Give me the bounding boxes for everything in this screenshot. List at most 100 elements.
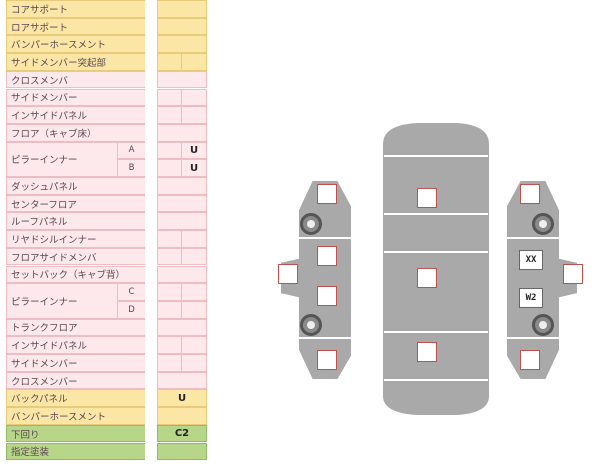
row-label: 下回り	[6, 424, 145, 443]
table-row: サイドメンバー突起部	[6, 53, 207, 71]
row-label: ルーフパネル	[6, 212, 145, 231]
row-label: サイドメンバー突起部	[6, 53, 145, 71]
table-cell[interactable]	[157, 300, 182, 319]
damage-mark[interactable]	[278, 264, 298, 284]
table-cell[interactable]	[157, 371, 207, 390]
table-row: インサイドパネル	[6, 336, 207, 354]
table-cell[interactable]	[157, 0, 207, 18]
row-label: コアサポート	[6, 0, 145, 18]
table-row: ロアサポート	[6, 17, 207, 36]
row-label: ピラーインナー	[6, 141, 117, 177]
table-cell[interactable]: C2	[157, 424, 207, 443]
table-cell[interactable]	[157, 194, 207, 213]
wheel-icon	[300, 213, 322, 235]
row-label: インサイドパネル	[6, 336, 145, 354]
damage-mark[interactable]	[317, 350, 337, 370]
row-label: リヤドシルインナー	[6, 230, 145, 248]
table-cell[interactable]	[157, 318, 207, 337]
wheel-icon	[532, 314, 554, 336]
row-label: クロスメンバー	[6, 371, 145, 390]
table-cell[interactable]	[182, 106, 207, 124]
table-row: セットバック（キャブ背）	[6, 265, 207, 284]
damage-mark[interactable]	[417, 188, 437, 208]
row-sublabel: B	[117, 159, 145, 177]
damage-mark[interactable]	[317, 184, 337, 204]
table-cell[interactable]	[157, 35, 207, 54]
table-cell[interactable]	[157, 354, 182, 372]
row-sublabel: C	[117, 283, 145, 301]
table-row: フロアサイドメンバ	[6, 247, 207, 266]
damage-mark[interactable]	[520, 350, 540, 370]
tag-right-lower[interactable]: W2	[519, 288, 543, 308]
table-cell[interactable]	[157, 442, 207, 461]
table-row: フロア（キャブ床）	[6, 123, 207, 142]
row-label: フロアサイドメンバ	[6, 247, 145, 266]
row-label: サイドメンバー	[6, 88, 145, 107]
table-cell[interactable]: U	[182, 141, 207, 160]
row-label: サイドメンバー	[6, 354, 145, 372]
damage-mark[interactable]	[563, 264, 583, 284]
damage-mark[interactable]	[317, 246, 337, 266]
table-row: 指定塗装	[6, 442, 207, 461]
row-label: クロスメンバ	[6, 70, 145, 89]
row-label: センターフロア	[6, 194, 145, 213]
table-cell[interactable]	[182, 336, 207, 354]
table-row: サイドメンバー	[6, 354, 207, 372]
table-row: バンパーホースメント	[6, 35, 207, 54]
table-cell[interactable]	[157, 17, 207, 36]
car-diagram: XX W2	[272, 118, 594, 418]
table-row: トランクフロア	[6, 318, 207, 337]
table-row: ルーフパネル	[6, 212, 207, 231]
table-row: センターフロア	[6, 194, 207, 213]
table-cell[interactable]	[157, 265, 207, 284]
table-row: バンパーホースメント	[6, 407, 207, 425]
table-cell[interactable]: U	[157, 389, 207, 408]
table-cell[interactable]	[182, 230, 207, 248]
table-cell[interactable]	[182, 88, 207, 107]
table-row: ダッシュパネル	[6, 177, 207, 195]
table-row: リヤドシルインナー	[6, 230, 207, 248]
table-cell[interactable]	[157, 283, 182, 301]
table-cell[interactable]	[157, 141, 182, 160]
table-cell[interactable]	[157, 407, 207, 425]
table-row: コアサポート	[6, 0, 207, 18]
table-row: クロスメンバ	[6, 70, 207, 89]
wheel-icon	[300, 314, 322, 336]
damage-mark[interactable]	[417, 268, 437, 288]
table-cell[interactable]	[157, 212, 207, 231]
table-row: バックパネル U	[6, 389, 207, 408]
tag-right-upper[interactable]: XX	[519, 250, 543, 270]
table-cell[interactable]	[157, 106, 182, 124]
table-cell[interactable]	[182, 247, 207, 266]
table-cell[interactable]	[157, 159, 182, 177]
table-cell[interactable]	[157, 336, 182, 354]
damage-mark[interactable]	[317, 286, 337, 306]
table-cell[interactable]	[157, 70, 207, 89]
row-label: バックパネル	[6, 389, 145, 408]
table-cell[interactable]	[157, 88, 182, 107]
row-label: ロアサポート	[6, 17, 145, 36]
table-cell[interactable]	[157, 123, 207, 142]
table-cell[interactable]	[157, 53, 182, 71]
row-label: セットバック（キャブ背）	[6, 265, 145, 284]
damage-mark[interactable]	[520, 184, 540, 204]
table-cell[interactable]	[182, 53, 207, 71]
row-label: フロア（キャブ床）	[6, 123, 145, 142]
table-cell[interactable]	[157, 247, 182, 266]
table-cell[interactable]	[182, 354, 207, 372]
table-cell[interactable]	[157, 177, 207, 195]
table-cell[interactable]	[182, 300, 207, 319]
row-label: バンパーホースメント	[6, 35, 145, 54]
table-row: 下回り C2	[6, 424, 207, 443]
row-label: バンパーホースメント	[6, 407, 145, 425]
damage-mark[interactable]	[417, 342, 437, 362]
table-cell[interactable]	[182, 283, 207, 301]
table-row: クロスメンバー	[6, 371, 207, 390]
row-sublabel: D	[117, 300, 145, 319]
wheel-icon	[532, 213, 554, 235]
row-label: トランクフロア	[6, 318, 145, 337]
table-cell[interactable]	[157, 230, 182, 248]
table-cell[interactable]: U	[182, 159, 207, 177]
